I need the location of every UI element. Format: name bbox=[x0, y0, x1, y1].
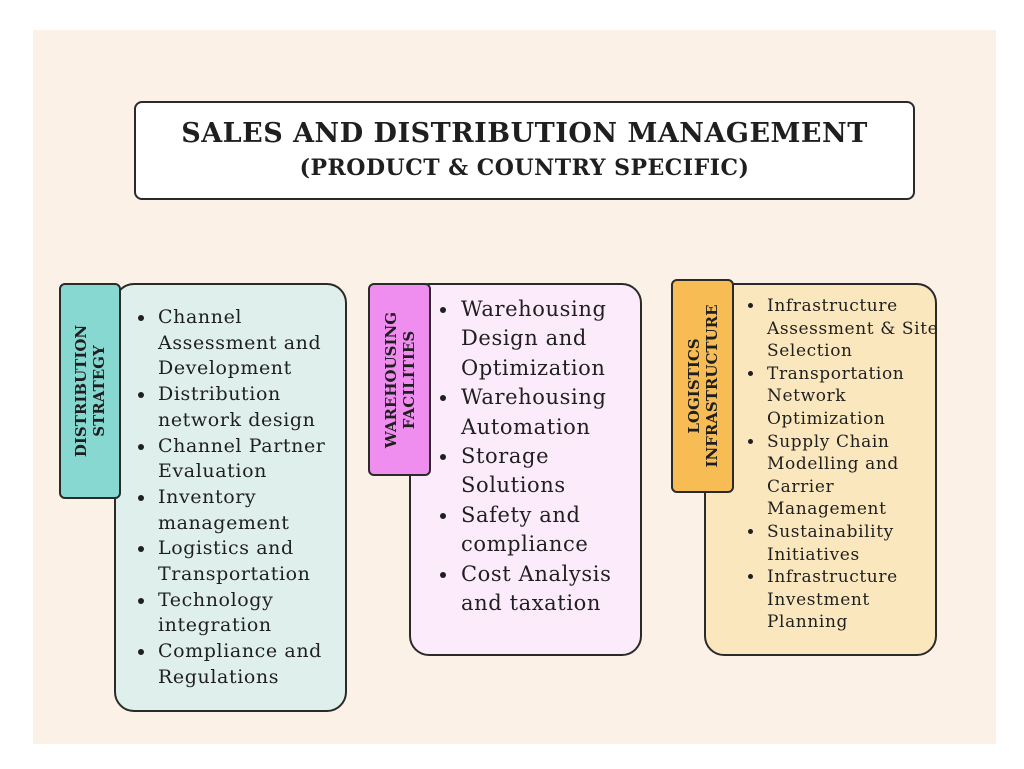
logistics-infrastructure-label: LOGISTICS INFRASTRUCTURE bbox=[684, 304, 721, 468]
distribution-strategy-tab: DISTRIBUTION STRATEGY bbox=[59, 283, 121, 499]
list-item: Warehousing Design and Optimization bbox=[459, 295, 657, 383]
warehousing-facilities-tab: WAREHOUSING FACILITIES bbox=[368, 283, 431, 476]
list-item: Cost Analysis and taxation bbox=[459, 560, 657, 619]
list-item: Technology integration bbox=[156, 588, 356, 639]
list-item: Storage Solutions bbox=[459, 442, 657, 501]
distribution-strategy-list: Channel Assessment and Development Distr… bbox=[136, 305, 356, 691]
distribution-strategy-panel bbox=[114, 283, 347, 712]
list-item: Transportation Network Optimization bbox=[765, 363, 945, 431]
logistics-infrastructure-tab: LOGISTICS INFRASTRUCTURE bbox=[671, 279, 734, 493]
list-item: Sustainability Initiatives bbox=[765, 521, 945, 566]
title-box: SALES AND DISTRIBUTION MANAGEMENT (PRODU… bbox=[134, 101, 915, 200]
subtitle: (PRODUCT & COUNTRY SPECIFIC) bbox=[299, 155, 750, 181]
list-item: Safety and compliance bbox=[459, 501, 657, 560]
list-item: Infrastructure Investment Planning bbox=[765, 566, 945, 634]
logistics-infrastructure-list: Infrastructure Assessment & Site Selecti… bbox=[745, 295, 945, 634]
main-title: SALES AND DISTRIBUTION MANAGEMENT bbox=[181, 118, 868, 149]
warehousing-facilities-label: WAREHOUSING FACILITIES bbox=[381, 311, 418, 448]
list-item: Inventory management bbox=[156, 485, 356, 536]
warehousing-facilities-panel bbox=[409, 283, 642, 656]
list-item: Supply Chain Modelling and Carrier Manag… bbox=[765, 431, 945, 521]
list-item: Channel Assessment and Development bbox=[156, 305, 356, 382]
list-item: Compliance and Regulations bbox=[156, 639, 356, 690]
distribution-strategy-label: DISTRIBUTION STRATEGY bbox=[72, 324, 108, 458]
list-item: Channel Partner Evaluation bbox=[156, 434, 356, 485]
list-item: Distribution network design bbox=[156, 382, 356, 433]
warehousing-facilities-list: Warehousing Design and Optimization Ware… bbox=[439, 295, 657, 618]
logistics-infrastructure-panel bbox=[704, 283, 937, 656]
list-item: Logistics and Transportation bbox=[156, 536, 356, 587]
list-item: Infrastructure Assessment & Site Selecti… bbox=[765, 295, 945, 363]
list-item: Warehousing Automation bbox=[459, 383, 657, 442]
